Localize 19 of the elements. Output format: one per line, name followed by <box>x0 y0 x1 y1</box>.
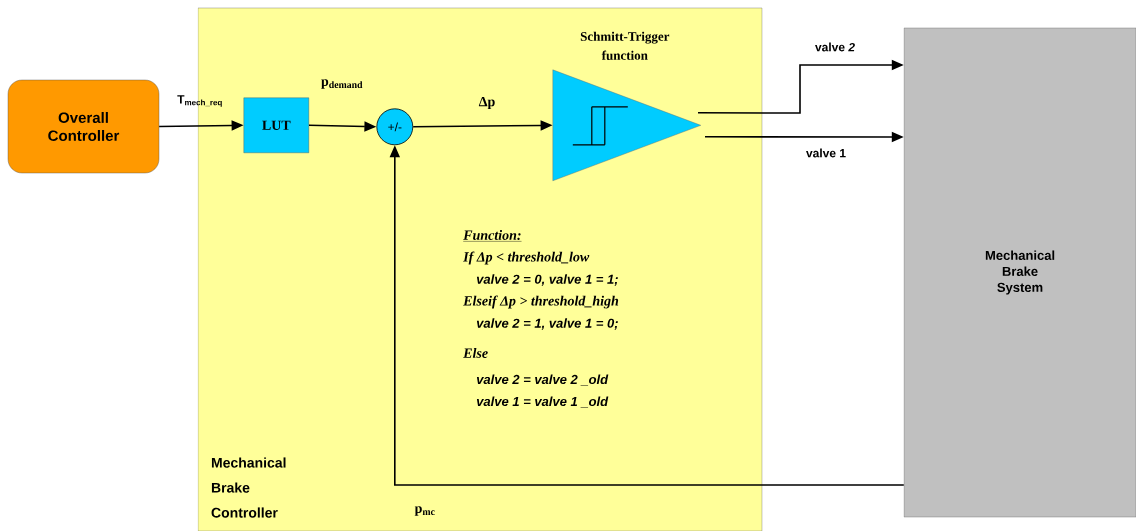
function-text: Else <box>463 348 488 358</box>
signal-label: p$_{mc}$ <box>414 506 435 516</box>
controller-box: Overall Controller <box>7 79 160 174</box>
brake-system-box: Mechanical Brake System <box>903 27 1136 518</box>
signal-label: valve 1 <box>806 148 846 158</box>
function-text: Function: <box>463 230 522 242</box>
function-text: valve 2 = 0, valve 1 = 1; <box>476 274 618 286</box>
block-heading: Schmitt-Trigger function <box>580 31 670 60</box>
lut-box: LUT <box>243 97 309 153</box>
function-text: valve 1 = valve 1 _old <box>476 396 609 408</box>
signal-label: p$_{demand}$ <box>321 79 363 89</box>
signal-label: valve 2 <box>815 42 855 52</box>
function-text: valve 2 = 1, valve 1 = 0; <box>476 318 618 330</box>
signal-label: T$_{mech_req}$ <box>177 95 222 107</box>
function-text: Elseif Δp > threshold_high <box>463 295 619 309</box>
function-text: valve 2 = valve 2 _old <box>476 374 609 386</box>
signal-label: Δp <box>478 96 495 110</box>
function-text: If Δp < threshold_low <box>463 251 590 265</box>
summing-junction: +/- <box>376 108 414 146</box>
